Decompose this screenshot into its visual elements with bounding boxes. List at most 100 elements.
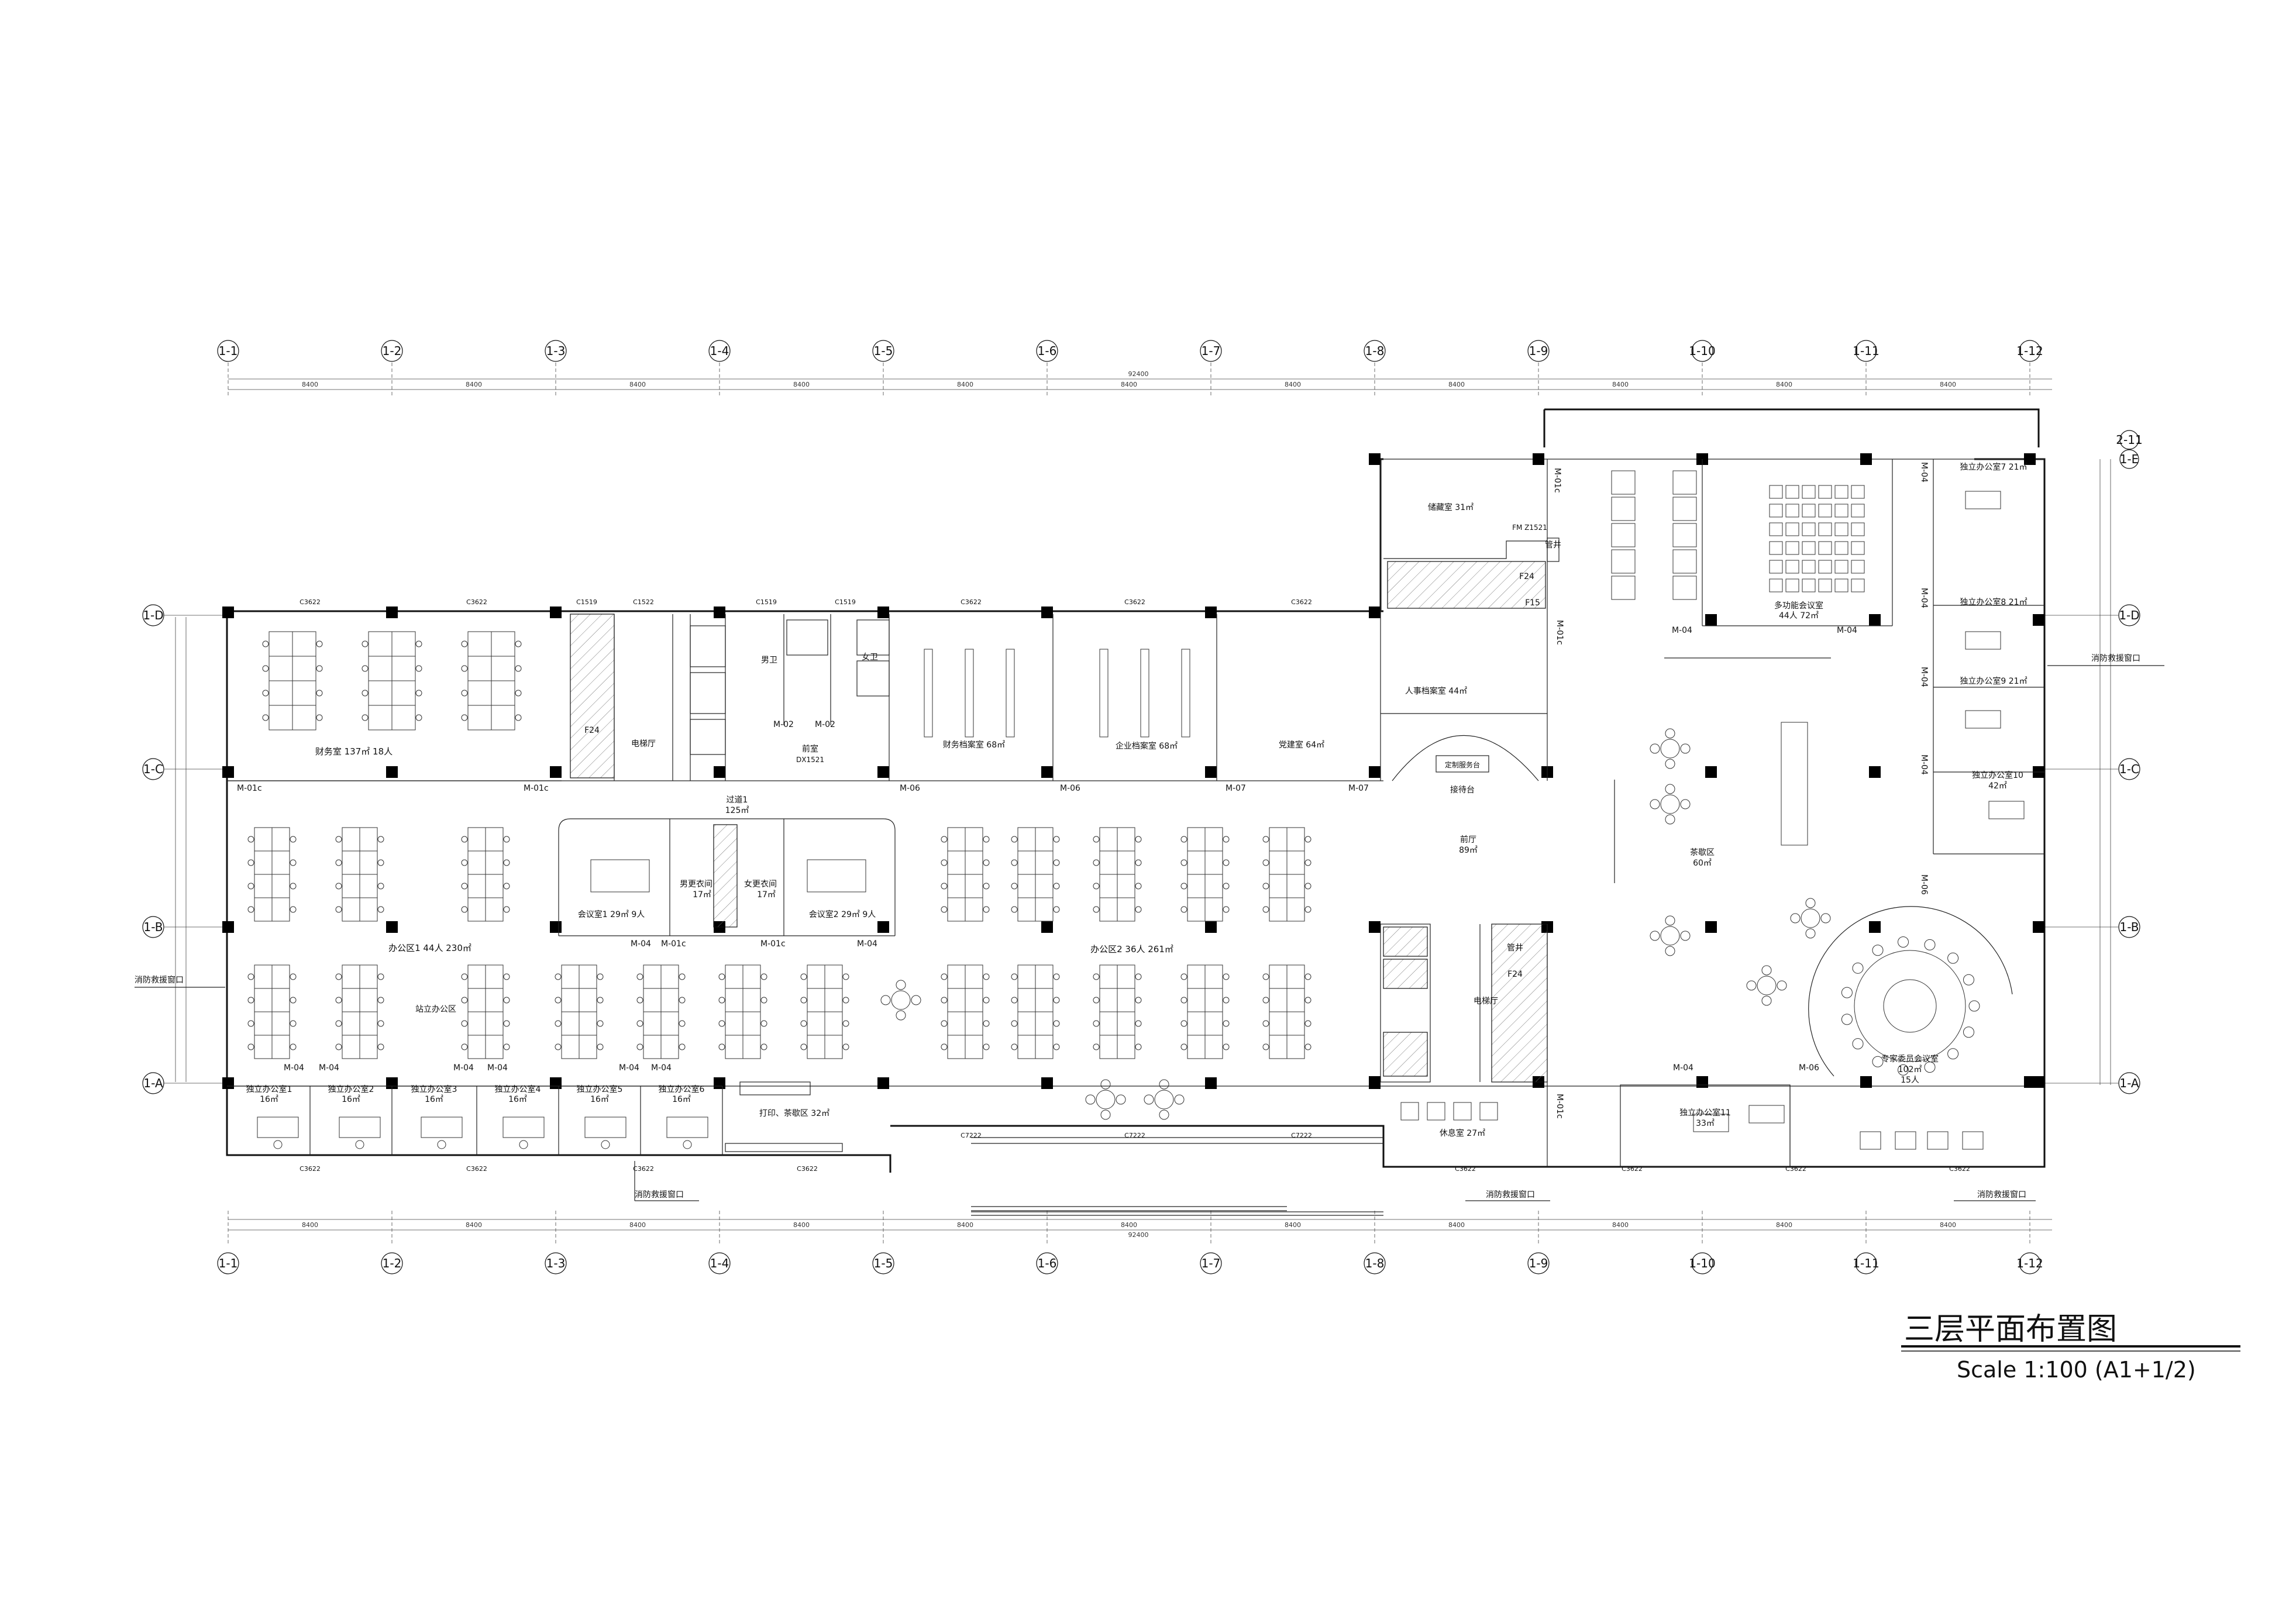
label-office-ind-11-area: 33㎡ <box>1696 1119 1715 1128</box>
axis-label: 1-1 <box>219 1256 238 1270</box>
desk <box>1988 801 2025 819</box>
door-tag-m04: M-04 <box>619 1063 639 1073</box>
chair <box>1898 936 1909 948</box>
desk <box>359 850 378 875</box>
label-multi-meeting: 多功能会议室 <box>1774 601 1823 611</box>
window-tag: C1519 <box>576 598 597 606</box>
chair <box>1665 814 1675 825</box>
desk <box>1187 1011 1206 1036</box>
desk <box>824 1011 843 1036</box>
chair <box>1262 859 1269 866</box>
desk <box>1269 827 1288 852</box>
chair <box>1777 980 1787 991</box>
desk <box>292 680 316 706</box>
axis-label: 1-8 <box>1365 344 1385 358</box>
exterior-walls <box>226 408 2046 1216</box>
desk <box>561 964 580 989</box>
chair <box>718 997 725 1004</box>
door-tag-m06-vertical: M-06 <box>1919 874 1929 895</box>
label-office-ind-2: 独立办公室2 <box>328 1084 374 1094</box>
seat <box>1785 541 1799 555</box>
chair <box>1223 906 1230 913</box>
desk <box>1611 497 1636 521</box>
chair <box>1820 913 1831 924</box>
chair <box>760 997 767 1004</box>
column <box>1369 766 1381 778</box>
desk <box>1204 850 1223 875</box>
desk <box>342 850 360 875</box>
seat <box>1785 578 1799 592</box>
desk <box>342 988 360 1012</box>
axis-label: 1-C <box>143 762 163 776</box>
chair <box>503 973 510 980</box>
total-dim-top: 92400 <box>1128 370 1149 378</box>
window-tag: C7222 <box>1291 1132 1312 1139</box>
desk <box>491 705 515 730</box>
chair <box>941 997 948 1004</box>
axis-bubble <box>545 1252 567 1274</box>
axis-bubble <box>708 1252 731 1274</box>
chair <box>503 997 510 1004</box>
seat <box>1802 485 1816 499</box>
desk <box>292 705 316 730</box>
desk <box>725 1011 743 1036</box>
desk <box>965 850 983 875</box>
label-office-ind-7: 独立办公室7 21㎡ <box>1960 462 2027 472</box>
desk <box>1035 827 1054 852</box>
label-pipe-shaft-right: 管井 <box>1507 943 1523 953</box>
desk <box>947 1035 966 1059</box>
chair <box>683 1140 692 1149</box>
desk <box>947 827 966 852</box>
seat <box>1769 578 1783 592</box>
column <box>222 766 234 778</box>
window-tag: C3622 <box>300 1165 321 1173</box>
chair <box>1223 1020 1230 1027</box>
chair <box>1053 997 1060 1004</box>
desk <box>1117 988 1135 1012</box>
seat <box>1851 560 1865 574</box>
chair <box>1135 1043 1142 1050</box>
desk <box>421 1117 463 1138</box>
door-tag-m04: M-04 <box>1837 626 1857 635</box>
desk <box>1611 576 1636 600</box>
chair <box>461 714 468 721</box>
chair <box>290 906 297 913</box>
chair <box>1304 859 1311 866</box>
chair <box>1304 1043 1311 1050</box>
desk <box>1269 874 1288 898</box>
chair <box>1100 1079 1111 1090</box>
desk <box>1035 964 1054 989</box>
chair <box>1665 915 1675 926</box>
desk <box>368 680 393 706</box>
round-table <box>1660 794 1680 814</box>
axis-label: 1-12 <box>2016 344 2043 358</box>
escape-window-label: 消防救援窗口 <box>135 975 184 985</box>
desk <box>271 874 290 898</box>
label-print-tea-area: 打印、茶歇区 32㎡ <box>759 1108 829 1118</box>
column <box>877 1077 889 1089</box>
label-office-ind-6: 独立办公室6 <box>659 1084 705 1094</box>
label-f24-right: F24 <box>1507 970 1523 979</box>
axis-bubble <box>1691 1252 1713 1274</box>
chair <box>362 714 369 721</box>
label-tea-area: 茶歇区 <box>1690 848 1715 857</box>
door-tag-m04: M-04 <box>857 939 877 949</box>
column <box>386 766 398 778</box>
axis-label: 1-A <box>2119 1076 2139 1090</box>
label-office-ind-1: 独立办公室1 <box>246 1084 292 1094</box>
desk <box>271 897 290 922</box>
window-tag: C1522 <box>633 598 654 606</box>
chair <box>1159 1109 1169 1120</box>
desk <box>1187 874 1206 898</box>
axis-label: 1-D <box>143 608 163 622</box>
desk <box>485 827 504 852</box>
chair <box>461 690 468 697</box>
window-tag: C3622 <box>1124 598 1145 606</box>
desk <box>579 1011 597 1036</box>
label-expert-meeting-people: 15人 <box>1901 1076 1919 1085</box>
axis-label: 1-5 <box>874 344 893 358</box>
desk <box>271 1035 290 1059</box>
column <box>1860 1076 1872 1088</box>
desk <box>467 1035 486 1059</box>
axis-label: 1-E <box>2120 452 2139 466</box>
